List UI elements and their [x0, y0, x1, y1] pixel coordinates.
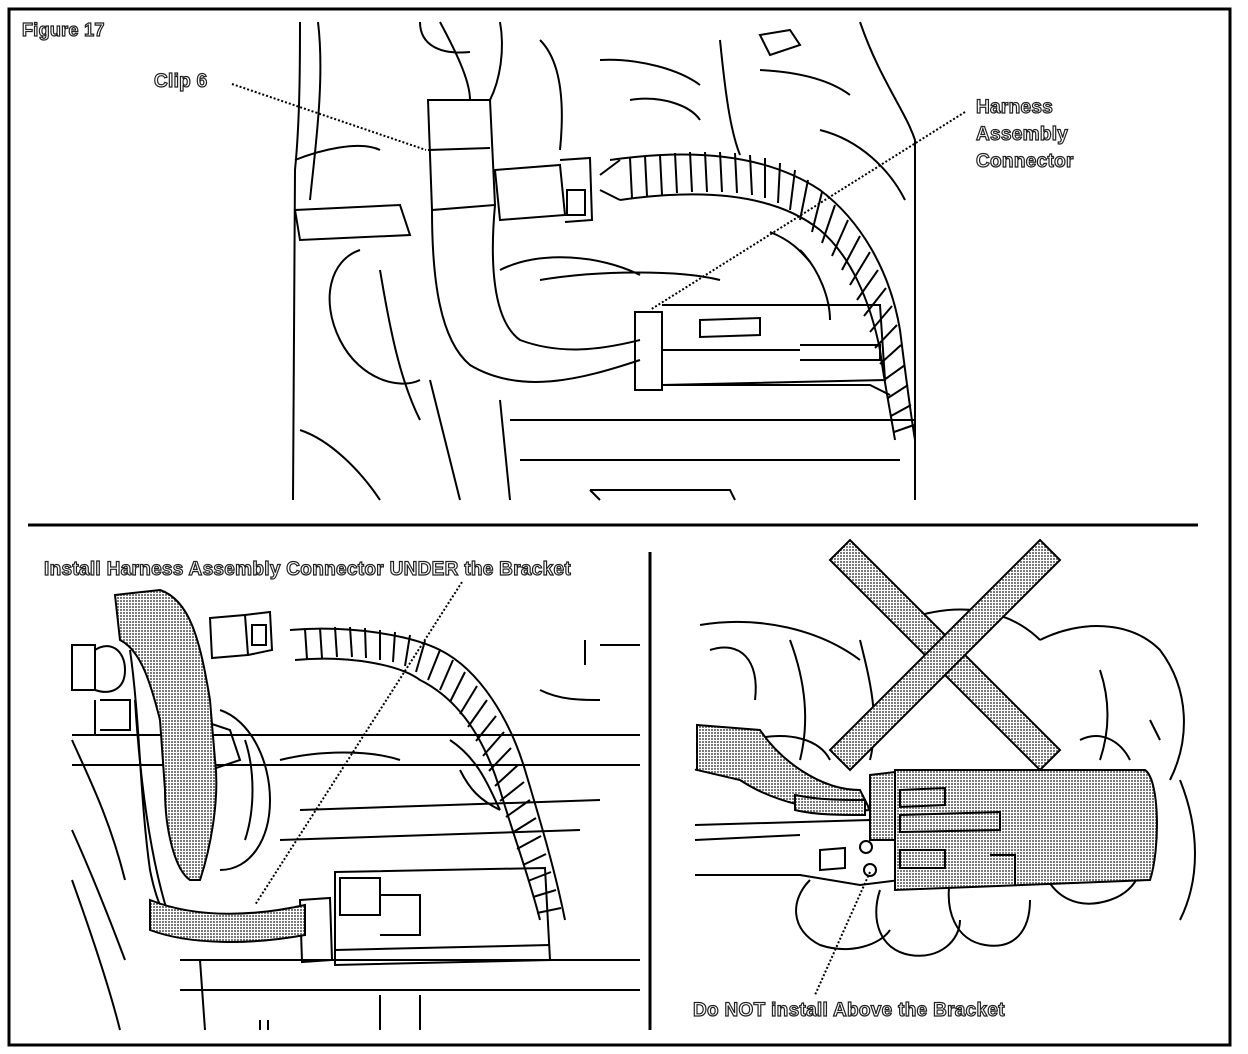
bottom-left-conduit-ribs — [304, 626, 562, 914]
bottom-left-strap — [113, 588, 306, 943]
figure-label: Figure 17 — [21, 19, 105, 40]
bottom-right-leader-line — [814, 871, 871, 996]
harness-label-line2: Assembly — [975, 123, 1069, 145]
x-mark-icon — [828, 538, 1062, 772]
clip-6-label: Clip 6 — [153, 70, 208, 92]
install-under-label: Install Harness Assembly Connector UNDER… — [43, 558, 571, 580]
figure-frame — [7, 7, 1232, 1047]
harness-label-line3: Connector — [975, 150, 1074, 172]
top-conduit-ribs — [629, 151, 915, 433]
top-panel-drawing — [292, 21, 916, 501]
harness-label-line1: Harness — [975, 96, 1054, 118]
bottom-left-drawing — [71, 610, 640, 1031]
bottom-left-conduit — [289, 627, 566, 921]
do-not-install-label: Do NOT install Above the Bracket — [692, 999, 1005, 1021]
bottom-right-shaded — [696, 723, 1158, 892]
